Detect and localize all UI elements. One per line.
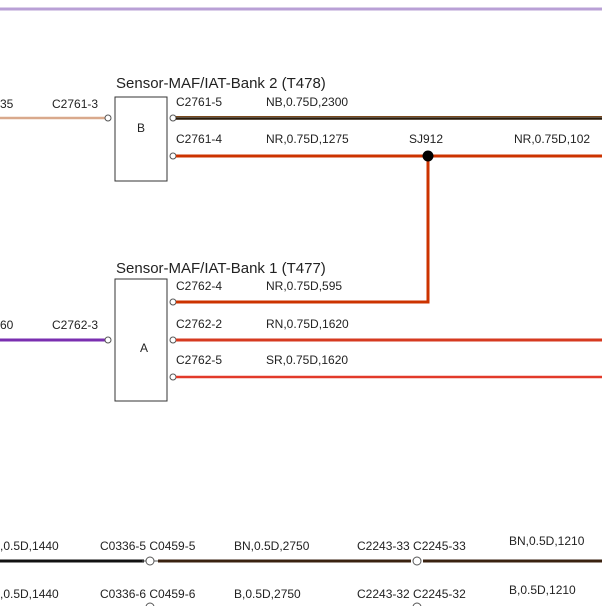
sensor-a-pin-2-terminal: [169, 336, 177, 344]
bottom-row1-mid-wire-label: BN,0.5D,2750: [234, 539, 310, 553]
bottom-row2-connector-pair-2: C2243-32 C2245-32: [357, 587, 466, 601]
bottom-row1-connector-2-terminal: [412, 556, 422, 566]
bottom-row2-right-wire-label: B,0.5D,1210: [509, 583, 576, 597]
sensor-b-pin-top-terminal: [169, 114, 177, 122]
bottom-row1-connector-pair-2: C2243-33 C2245-33: [357, 539, 466, 553]
sensor-a-box: [114, 278, 168, 402]
sensor-b-left-connector-label: C2761-3: [52, 97, 98, 111]
bottom-row2-connector-pair-1: C0336-6 C0459-6: [100, 587, 196, 601]
sensor-a-left-wire-label: 60: [0, 318, 14, 332]
sensor-b-pin-bottom-label: C2761-4: [176, 132, 222, 146]
sensor-b-wire-right-label: NR,0.75D,102: [514, 132, 590, 146]
sensor-a-pin-1-label: C2762-4: [176, 279, 222, 293]
sensor-b-left-pin-terminal: [104, 114, 112, 122]
bottom-row1-left-wire-label: ,0.5D,1440: [0, 539, 59, 553]
sensor-b-wire-top-label: NB,0.75D,2300: [266, 95, 348, 109]
sensor-b-left-wire-label: 35: [0, 97, 14, 111]
sensor-a-left-pin-terminal: [104, 336, 112, 344]
sensor-a-wire-1-label: NR,0.75D,595: [266, 279, 342, 293]
sensor-b-pin-top-label: C2761-5: [176, 95, 222, 109]
sensor-a-pin-2-label: C2762-2: [176, 317, 222, 331]
bottom-row1-connector-pair-1: C0336-5 C0459-5: [100, 539, 196, 553]
sensor-a-wire-2-label: RN,0.75D,1620: [266, 317, 349, 331]
sensor-a-pin-3-label: C2762-5: [176, 353, 222, 367]
sensor-b-letter: B: [137, 121, 145, 135]
sensor-b-wire-bottom-label: NR,0.75D,1275: [266, 132, 349, 146]
bottom-row1-connector-1-terminal: [145, 556, 155, 566]
sensor-a-title: Sensor-MAF/IAT-Bank 1 (T477): [116, 260, 326, 277]
bottom-row2-mid-wire-label: B,0.5D,2750: [234, 587, 301, 601]
sensor-a-left-connector-label: C2762-3: [52, 318, 98, 332]
splice-sj912-dot: [422, 150, 434, 162]
sensor-b-box: [114, 96, 168, 182]
sensor-a-pin-3-terminal: [169, 373, 177, 381]
splice-sj912-label: SJ912: [409, 132, 443, 146]
sensor-b-title: Sensor-MAF/IAT-Bank 2 (T478): [116, 75, 326, 92]
sensor-a-wire-3-label: SR,0.75D,1620: [266, 353, 348, 367]
bottom-row2-left-wire-label: ,0.5D,1440: [0, 587, 59, 601]
sensor-b-pin-bottom-terminal: [169, 152, 177, 160]
bottom-row1-right-wire-label: BN,0.5D,1210: [509, 534, 585, 548]
sensor-a-pin-1-terminal: [169, 298, 177, 306]
sensor-a-letter: A: [140, 341, 148, 355]
